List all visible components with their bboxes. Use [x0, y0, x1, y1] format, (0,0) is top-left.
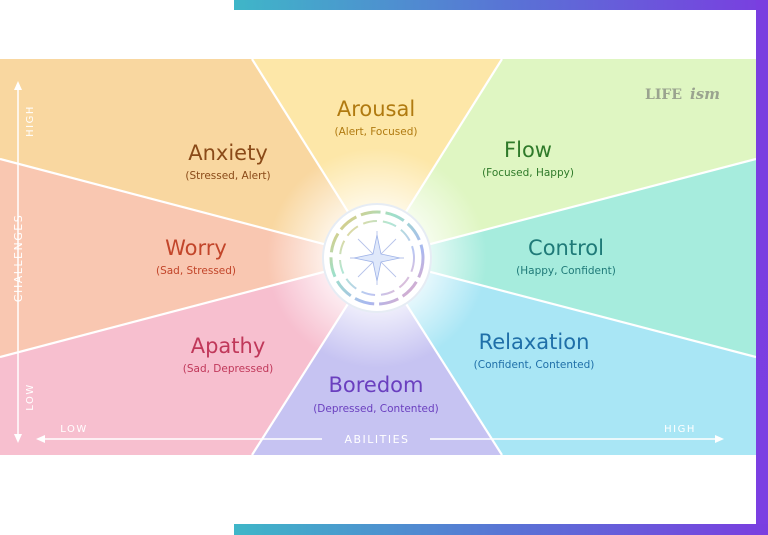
arousal-title: Arousal	[337, 97, 415, 121]
top-accent-bar	[234, 0, 768, 10]
anxiety-title: Anxiety	[188, 141, 268, 165]
state-label-anxiety: Anxiety (Stressed, Alert)	[185, 141, 270, 182]
compass-icon	[322, 203, 432, 313]
worry-title: Worry	[165, 236, 227, 260]
anxiety-desc: (Stressed, Alert)	[185, 170, 270, 182]
state-label-relaxation: Relaxation (Confident, Contented)	[474, 330, 595, 371]
x-axis-high-label: HIGH	[664, 424, 696, 435]
y-axis-title: CHALLENGES	[12, 214, 25, 302]
boredom-title: Boredom	[329, 373, 424, 397]
state-label-worry: Worry (Sad, Stressed)	[156, 236, 236, 277]
control-desc: (Happy, Confident)	[516, 265, 616, 277]
state-label-apathy: Apathy (Sad, Depressed)	[183, 334, 273, 375]
state-label-boredom: Boredom (Depressed, Contented)	[313, 373, 439, 415]
x-axis-title: ABILITIES	[344, 433, 409, 446]
relaxation-desc: (Confident, Contented)	[474, 359, 595, 371]
arousal-desc: (Alert, Focused)	[335, 126, 418, 138]
flow-title: Flow	[504, 138, 552, 162]
flow-desc: (Focused, Happy)	[482, 167, 574, 179]
state-label-flow: Flow (Focused, Happy)	[482, 138, 574, 179]
svg-text:LIFE: LIFE	[645, 87, 682, 103]
flow-wheel-diagram: HIGH CHALLENGES LOW LOW ABILITIES HIGH L…	[0, 59, 756, 455]
challenges-axis	[14, 81, 22, 443]
y-axis-low-label: LOW	[25, 383, 36, 410]
boredom-desc: (Depressed, Contented)	[313, 403, 439, 415]
lifeism-logo: LIFE ism	[645, 85, 720, 103]
relaxation-title: Relaxation	[479, 330, 590, 354]
control-title: Control	[528, 236, 604, 260]
sector-control	[377, 159, 756, 357]
abilities-axis	[36, 435, 724, 443]
state-label-control: Control (Happy, Confident)	[516, 236, 616, 277]
svg-text:ism: ism	[690, 85, 720, 103]
bottom-accent-bar	[234, 524, 768, 535]
worry-desc: (Sad, Stressed)	[156, 265, 236, 277]
sector-worry	[0, 159, 377, 357]
state-label-arousal: Arousal (Alert, Focused)	[335, 97, 418, 138]
right-accent-bar	[756, 0, 768, 535]
x-axis-low-label: LOW	[60, 424, 87, 435]
apathy-title: Apathy	[191, 334, 266, 358]
apathy-desc: (Sad, Depressed)	[183, 363, 273, 375]
y-axis-high-label: HIGH	[25, 105, 36, 137]
